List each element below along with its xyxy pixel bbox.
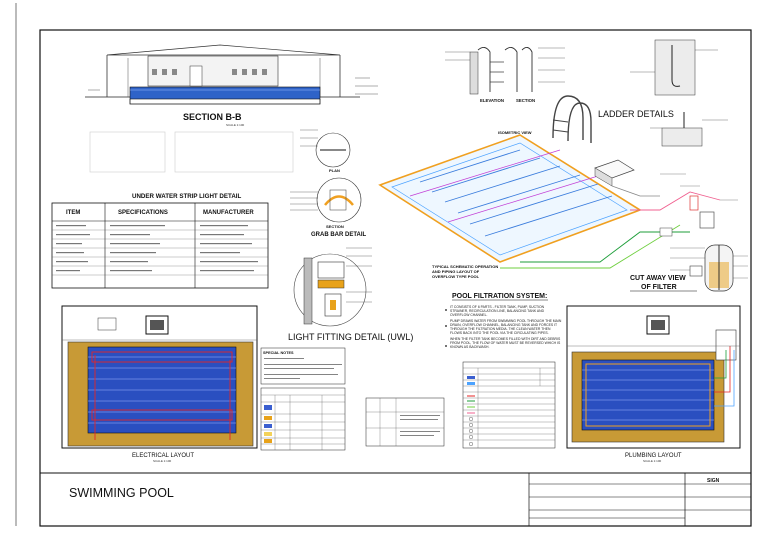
electrical-layout-scale: SCALE 1:100 <box>153 459 172 463</box>
grab-bar-section-label: SECTION <box>326 224 344 229</box>
strip-light-header-manufacturer: MANUFACTURER <box>203 210 254 216</box>
ladder-elevation-section <box>445 47 565 95</box>
ladder-wall-detail <box>630 39 728 147</box>
schematic-caption-line-2: AND PIPING LAYOUT OF <box>432 269 480 274</box>
light-fitting-title: LIGHT FITTING DETAIL (UWL) <box>288 332 413 342</box>
ladder-isometric <box>552 95 592 143</box>
sheet-title: SWIMMING POOL <box>69 486 174 500</box>
symbol-legend-table <box>462 361 556 449</box>
filtration-bullet-1: IT CONSISTS OF 6 PARTS - FILTER TANK, PU… <box>450 305 545 317</box>
electrical-layout-plan <box>61 305 258 449</box>
section-bb-scale: SCALE 1:100 <box>226 123 245 127</box>
cutaway-filter-drawing <box>670 244 748 292</box>
strip-light-header-specifications: SPECIFICATIONS <box>118 210 168 216</box>
sign-label: SIGN <box>707 478 720 484</box>
electrical-legend-table <box>260 387 346 451</box>
plumbing-layout-title: PLUMBING LAYOUT <box>625 453 682 459</box>
ladder-isometric-label: ISOMETRIC VIEW <box>498 130 532 135</box>
detail-frame-right <box>174 131 294 173</box>
detail-frame-left <box>89 131 166 173</box>
strip-light-table <box>51 202 269 289</box>
ladder-details-title: LADDER DETAILS <box>598 109 674 119</box>
strip-light-header-item: ITEM <box>66 210 80 216</box>
special-notes-lines <box>264 358 342 379</box>
section-bb-title: SECTION B-B <box>183 112 242 122</box>
filtration-bullet-3: WHEN THE FILTER TANK BECOMES FILLED WITH… <box>450 337 561 349</box>
schematic-caption-line-3: OVERFLOW TYPE POOL <box>432 274 480 279</box>
plumbing-layout-scale: SCALE 1:100 <box>643 459 662 463</box>
plumbing-legend-table <box>365 397 445 447</box>
pool-schematic <box>378 134 738 269</box>
section-bb-drawing <box>85 44 378 105</box>
electrical-layout-title: ELECTRICAL LAYOUT <box>132 453 194 459</box>
filtration-bullet-2: PUMP DRAWS WATER FROM SWIMMING POOL THRO… <box>450 319 562 335</box>
grab-bar-title: GRAB BAR DETAIL <box>311 232 367 238</box>
special-notes-title: SPECIAL NOTES <box>263 351 294 355</box>
strip-light-title: UNDER WATER STRIP LIGHT DETAIL <box>132 193 242 200</box>
light-fitting-drawing <box>293 247 372 327</box>
filtration-bullets: IT CONSISTS OF 6 PARTS - FILTER TANK, PU… <box>445 305 562 349</box>
title-block <box>40 472 751 526</box>
filtration-title: POOL FILTRATION SYSTEM: <box>452 293 547 300</box>
grab-bar-drawing <box>290 129 362 223</box>
grab-bar-plan-label: PLAN <box>329 168 340 173</box>
plumbing-layout-plan <box>566 305 741 449</box>
cutaway-title-line-2: OF FILTER <box>641 284 677 291</box>
schematic-caption-line-1: TYPICAL SCHEMATIC OPERATION <box>432 264 498 269</box>
ladder-section-label: SECTION <box>516 98 535 103</box>
ladder-elevation-label: ELEVATION <box>480 98 504 103</box>
drawing-frame <box>39 29 752 527</box>
cutaway-title-line-1: CUT AWAY VIEW <box>630 275 686 282</box>
